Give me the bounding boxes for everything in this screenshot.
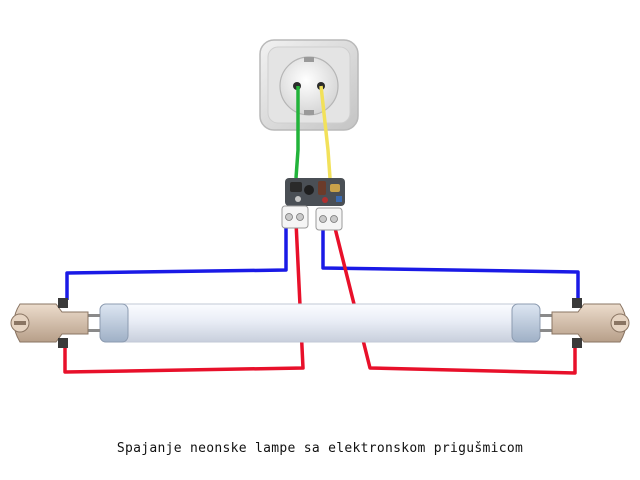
diagram-caption: Spajanje neonske lampe sa elektronskom p… [116, 441, 524, 456]
lamp-holder-right-icon [551, 298, 630, 348]
electronic-ballast-icon [285, 178, 345, 206]
wire-green [294, 86, 300, 179]
wire-red-left [63, 221, 305, 374]
lamp-holder-left-icon [10, 298, 89, 348]
wire-red-right [332, 223, 577, 375]
wire-yellow [319, 85, 332, 179]
terminal-block-left [281, 205, 309, 229]
wall-socket-icon [259, 39, 359, 131]
wire-blue-left [65, 222, 288, 300]
wire-blue-right [321, 224, 580, 300]
terminal-block-right [315, 207, 343, 231]
fluorescent-tube-icon [84, 303, 556, 343]
